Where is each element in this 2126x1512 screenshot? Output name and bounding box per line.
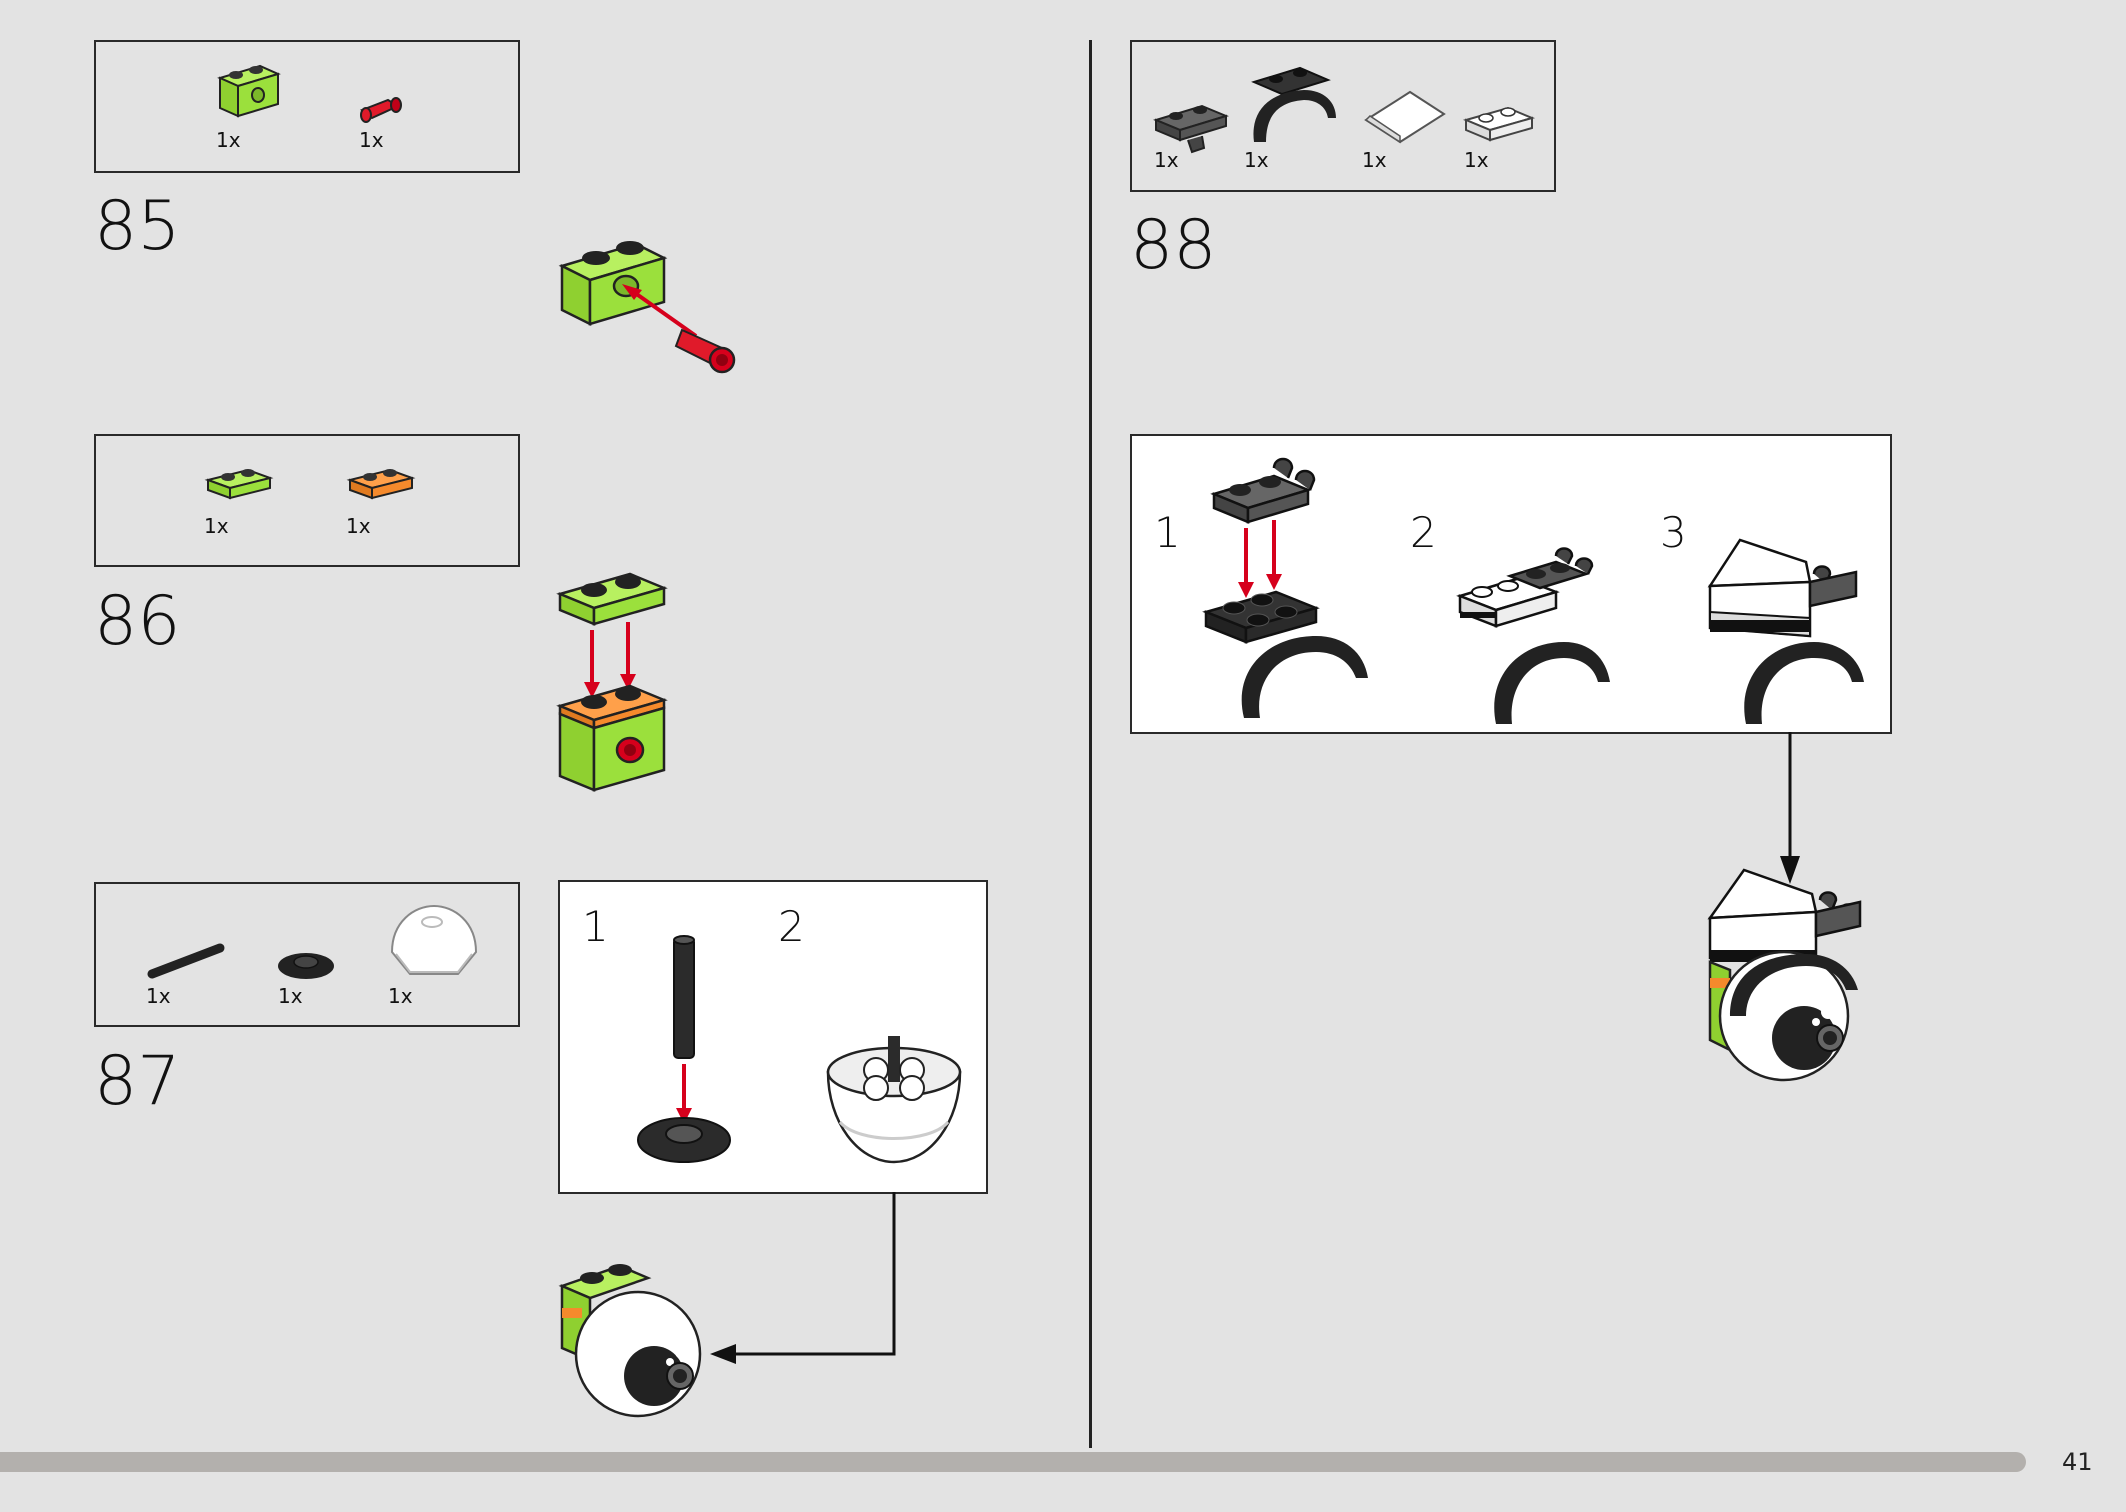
part-qty: 1x [204,514,229,538]
page-progress-bar [0,1452,2026,1472]
parts-list-step-87: 1x 1x 1x [94,882,520,1027]
lime-technic-brick-icon [217,64,281,118]
red-pin-icon [360,97,402,123]
substep-number: 1 [582,902,609,951]
page-number: 41 [2062,1448,2093,1476]
part-qty: 1x [146,984,171,1008]
connector-arrow [1780,732,1800,884]
dark-grey-clip-plate-icon [1153,104,1229,154]
step-number-87: 87 [94,1042,181,1121]
white-plate-added-illustration [1456,547,1610,724]
white-plate-icon [1462,106,1536,142]
part-qty: 1x [346,514,371,538]
substep-number: 2 [778,902,805,951]
white-slope-added-illustration [1707,538,1864,724]
step-86-assembly-illustration [556,572,668,792]
white-slope-icon [1364,90,1446,144]
sub-assembly-box-step-87: 1 2 [558,880,988,1194]
orange-plate-icon [346,468,416,500]
black-axle-icon [147,943,225,979]
black-mudguard-icon [1251,66,1336,142]
part-qty: 1x [1154,148,1179,172]
axle-into-round-plate-illustration [637,935,731,1163]
part-qty: 1x [388,984,413,1008]
step-85-assembly-illustration [558,241,736,374]
substep-number: 2 [1410,508,1437,557]
part-qty: 1x [1362,148,1387,172]
substep-number: 3 [1660,508,1687,557]
step-number-85: 85 [94,187,181,266]
black-round-plate-icon [278,953,334,979]
white-dome-icon [390,904,478,975]
part-qty: 1x [1244,148,1269,172]
part-qty: 1x [1464,148,1489,172]
step-87-result-illustration [558,1264,702,1418]
dome-with-axle-illustration [826,1036,962,1164]
part-qty: 1x [216,128,241,152]
connector-arrow [710,1192,896,1364]
substep-number: 1 [1154,508,1181,557]
parts-list-step-86: 1x 1x [94,434,520,567]
step-88-result-illustration [1707,868,1862,1082]
part-qty: 1x [278,984,303,1008]
lime-plate-icon [204,468,274,500]
parts-list-step-88: 1x 1x 1x 1x [1130,40,1556,192]
sub-assembly-box-step-88: 1 2 3 [1130,434,1892,734]
parts-list-step-85: 1x 1x [94,40,520,173]
clip-plate-onto-mudguard-illustration [1202,457,1368,718]
step-number-88: 88 [1130,206,1217,285]
part-qty: 1x [359,128,384,152]
column-divider [1089,40,1092,1448]
step-number-86: 86 [94,582,181,661]
